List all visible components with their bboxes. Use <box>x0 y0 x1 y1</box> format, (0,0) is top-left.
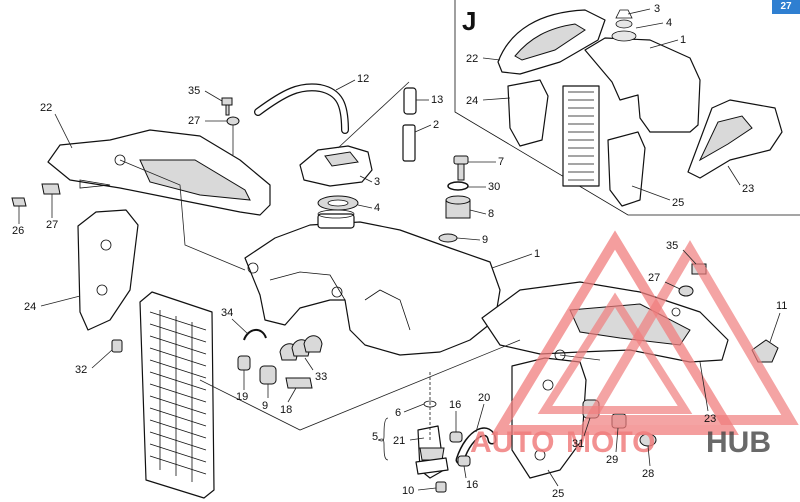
clamp-16-top <box>449 431 463 443</box>
lower-shroud <box>511 357 587 479</box>
watermark-hub: HUB <box>706 426 771 459</box>
callout-4-inset: 4 <box>666 17 672 29</box>
screw-35-top <box>221 97 233 106</box>
callout-19: 19 <box>236 391 248 403</box>
callout-3-inset: 3 <box>654 3 660 15</box>
callout-20: 20 <box>478 392 490 404</box>
callout-29: 29 <box>606 454 618 466</box>
breather-valve <box>403 87 417 115</box>
corner-tab: 27 <box>772 0 800 14</box>
inset-radiator <box>562 85 600 187</box>
callout-7: 7 <box>498 156 504 168</box>
callout-3-main: 3 <box>374 176 380 188</box>
clamp-16-bottom <box>457 455 471 467</box>
inset-frame <box>454 0 800 216</box>
callout-22-inset: 22 <box>466 53 478 65</box>
automotohub-watermark: AUTO MOTO HUB <box>470 230 799 459</box>
washer-27-right <box>678 285 694 297</box>
rubber-9-mid <box>259 365 277 385</box>
left-shroud <box>77 209 139 331</box>
screw-10 <box>435 481 447 493</box>
callout-11: 11 <box>776 300 787 312</box>
callout-35-right: 35 <box>666 240 678 252</box>
grommet-32 <box>111 339 123 353</box>
washer-27-left <box>41 183 61 195</box>
fuel-tap-assembly <box>415 372 449 479</box>
watermark-auto: AUTO <box>470 426 554 459</box>
callout-8: 8 <box>488 208 494 220</box>
callout-27-right: 27 <box>648 272 660 284</box>
callout-24-inset: 24 <box>466 95 478 107</box>
callout-25-inset: 25 <box>672 197 684 209</box>
callout-2: 2 <box>433 119 439 131</box>
inset-left-shroud <box>507 79 549 147</box>
callout-1-main: 1 <box>534 248 540 260</box>
callout-23-main: 23 <box>704 413 716 425</box>
callout-5: 5 <box>372 431 378 443</box>
rubber-set-33 <box>279 335 323 361</box>
bolt-18 <box>285 377 313 389</box>
callout-35-left: 35 <box>188 85 200 97</box>
watermark-moto: MOTO <box>566 426 655 459</box>
callout-13: 13 <box>431 94 443 106</box>
callout-10: 10 <box>402 485 414 497</box>
callout-23-inset: 23 <box>742 183 754 195</box>
inset-label: J <box>462 6 476 36</box>
callout-25-main: 25 <box>552 488 564 500</box>
callout-30: 30 <box>488 181 500 193</box>
bush-19 <box>237 355 251 371</box>
fuel-tank <box>244 221 501 356</box>
washer-9-top <box>438 233 458 243</box>
callout-12: 12 <box>357 73 369 85</box>
callout-6: 6 <box>395 407 401 419</box>
callout-27-top: 27 <box>188 115 200 127</box>
callout-28: 28 <box>642 468 654 480</box>
clip-34 <box>243 329 267 341</box>
callout-9-mid: 9 <box>262 400 268 412</box>
inset-lower-shroud <box>607 131 646 207</box>
callout-34: 34 <box>221 307 233 319</box>
callout-21: 21 <box>393 435 405 447</box>
callout-16-top: 16 <box>449 399 461 411</box>
washer-27-top <box>226 116 240 126</box>
callout-24-main: 24 <box>24 301 36 313</box>
spacer-tube <box>402 124 416 162</box>
callout-18: 18 <box>280 404 292 416</box>
screw-26 <box>11 197 27 207</box>
callout-16-bottom: 16 <box>466 479 478 491</box>
callout-22-main: 22 <box>40 102 52 114</box>
callout-26: 26 <box>12 225 24 237</box>
callout-9-top: 9 <box>482 234 488 246</box>
inset-fuel-tank <box>584 37 701 133</box>
callout-31: 31 <box>572 438 584 450</box>
callout-32: 32 <box>75 364 87 376</box>
callout-4-main: 4 <box>374 202 380 214</box>
callout-27-left: 27 <box>46 219 58 231</box>
o-ring-30 <box>447 181 469 191</box>
screw-7 <box>453 155 469 165</box>
callout-33: 33 <box>315 371 327 383</box>
radiator <box>139 291 215 499</box>
fuel-cap <box>299 145 373 187</box>
callout-1-inset: 1 <box>680 34 686 46</box>
